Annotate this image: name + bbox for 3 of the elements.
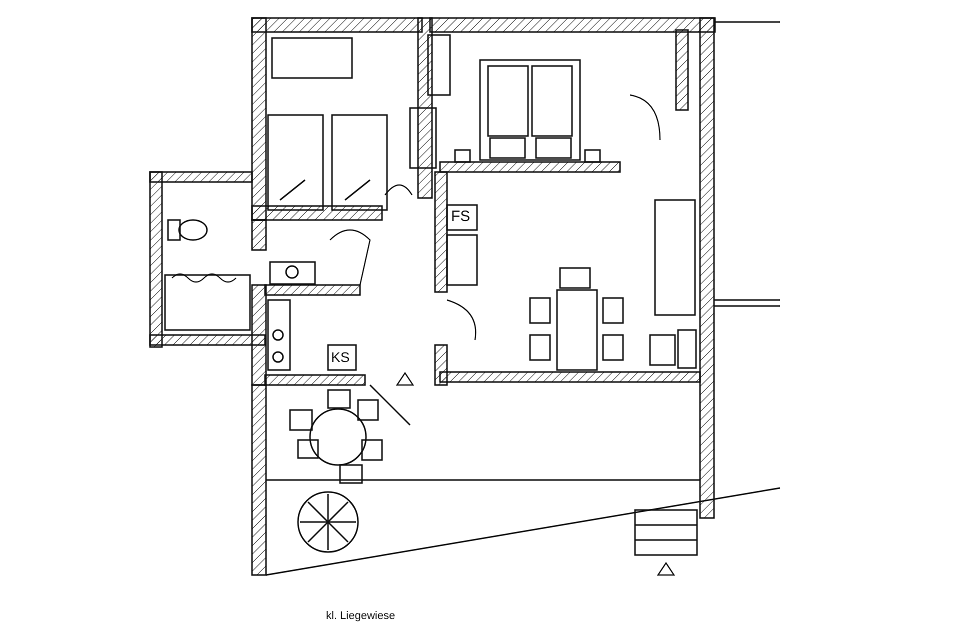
area-label: kl. Liegewiese — [326, 611, 396, 622]
room-label: KS — [331, 350, 350, 364]
room-label: FS — [451, 209, 470, 224]
